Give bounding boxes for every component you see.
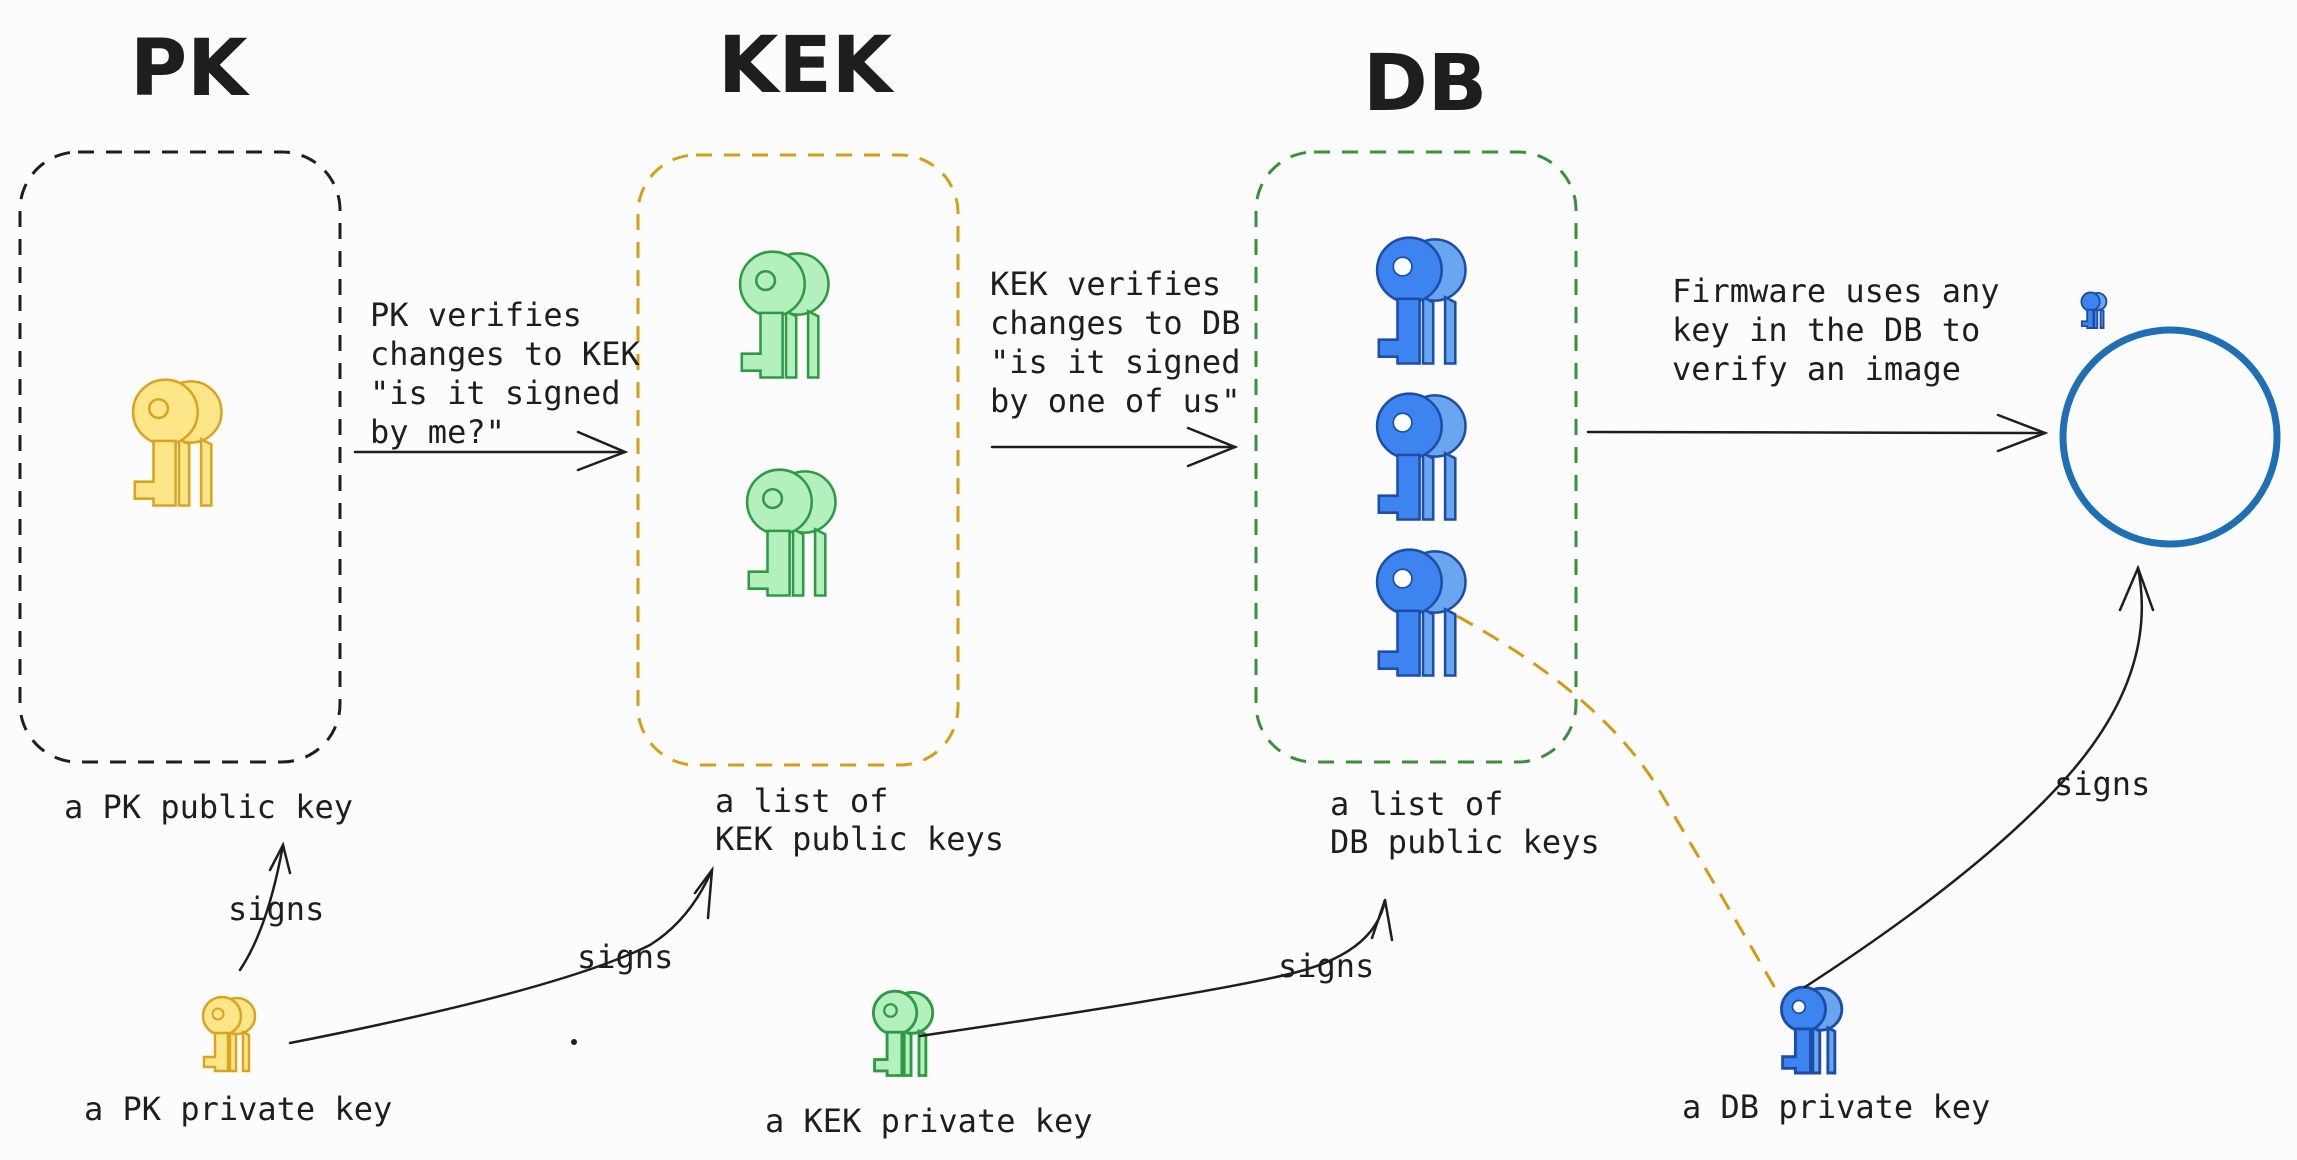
pk-private-caption: a PK private key [84,1090,392,1128]
db-box-caption: a list of DB public keys [1330,785,1600,861]
kek-signs-label: signs [577,938,673,976]
db-to-image-label: Firmware uses any key in the DB to verif… [1672,272,2019,388]
kek-public-key-2-icon [745,468,837,597]
kek-public-key-1-icon [738,250,830,379]
db-public-key-3-icon [1375,548,1467,677]
db-public-key-1-icon [1375,236,1467,365]
firmware-image-circle [2059,326,2281,548]
pk-box-caption: a PK public key [64,788,353,826]
pk-to-kek-label: PK verifies changes to KEK "is it signed… [370,296,659,451]
db-private-caption: a DB private key [1682,1088,1990,1126]
db-private-key-icon [1780,985,1844,1075]
db-signs-arrow [918,898,1394,1038]
pk-signs-arrow [238,841,292,972]
kek-private-caption: a KEK private key [765,1102,1093,1140]
db-signs-label: signs [1278,947,1374,985]
kek-to-db-arrow [990,426,1239,468]
pk-public-key-icon [131,378,223,507]
pk-to-kek-arrow [353,430,629,472]
db-box [1254,150,1578,764]
image-signs-label: signs [2054,765,2150,803]
image-key-icon [2080,291,2108,329]
db-key-link [1456,614,1777,989]
kek-private-key-icon [871,989,935,1077]
stray-dot [571,1039,577,1045]
kek-title: KEK [718,21,895,111]
kek-box-caption: a list of KEK public keys [715,782,1004,858]
db-to-image-arrow [1586,413,2049,453]
kek-box [636,153,960,767]
image-signs-arrow [1803,564,2155,989]
db-public-key-2-icon [1375,392,1467,521]
pk-title: PK [130,24,250,114]
pk-box [18,150,342,764]
pk-signs-label: signs [228,890,324,928]
kek-to-db-label: KEK verifies changes to DB "is it signed… [990,265,1260,420]
db-title: DB [1363,39,1487,129]
pk-private-key-icon [201,995,257,1073]
kek-signs-arrow [288,865,714,1045]
